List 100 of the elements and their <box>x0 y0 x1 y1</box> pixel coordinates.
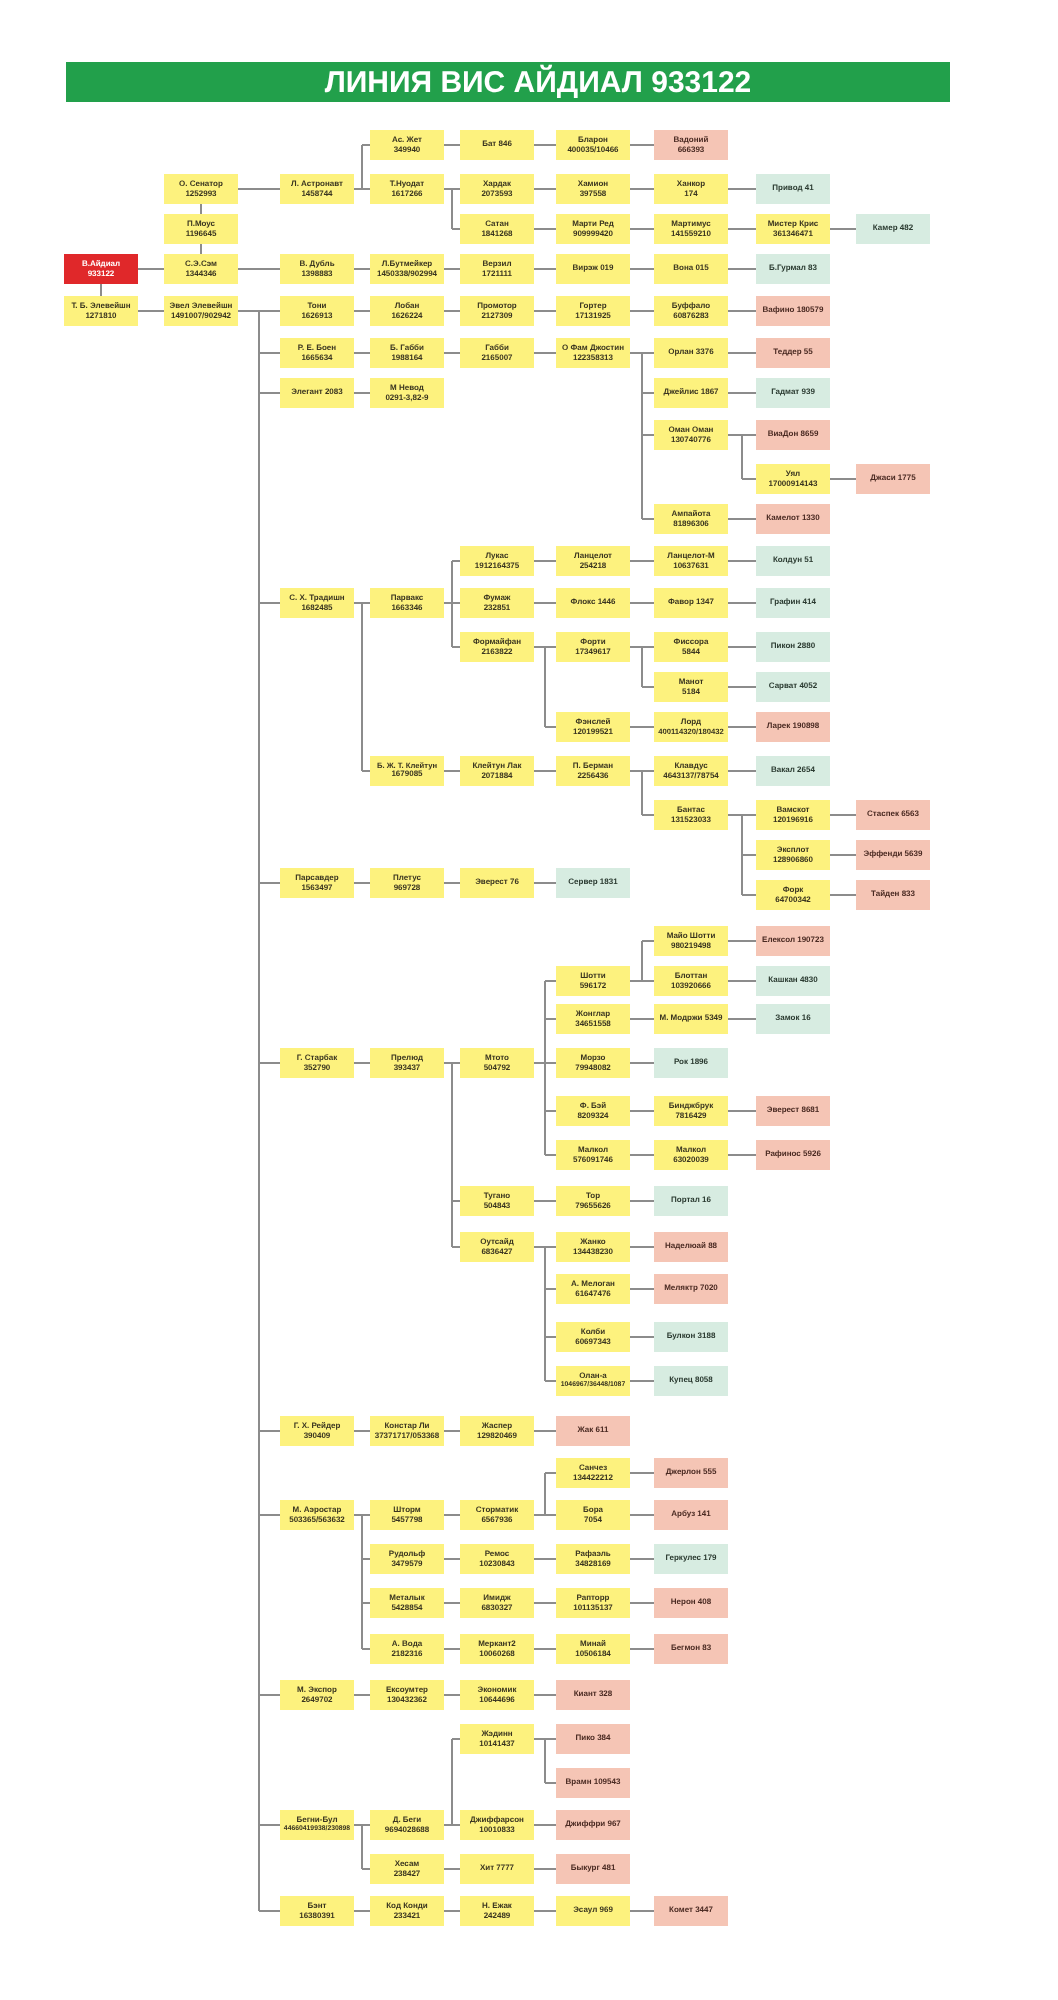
pedigree-box <box>756 588 830 618</box>
connector-line <box>544 1288 557 1290</box>
connector-line <box>629 144 655 146</box>
pedigree-box <box>460 338 534 368</box>
connector-line <box>641 980 655 982</box>
connector-line <box>443 1868 461 1870</box>
connector-line <box>258 882 281 884</box>
connector-line <box>451 1062 461 1064</box>
pedigree-box <box>64 254 138 284</box>
connector-line <box>258 1910 281 1912</box>
connector-line <box>533 144 557 146</box>
pedigree-box <box>654 966 728 996</box>
pedigree-box <box>460 756 534 786</box>
connector-line <box>829 894 857 896</box>
pedigree-box <box>460 1232 534 1262</box>
connector-line <box>629 1062 655 1064</box>
connector-line <box>353 602 363 772</box>
pedigree-box <box>654 1186 728 1216</box>
pedigree-box <box>556 214 630 244</box>
connector-line <box>727 602 757 604</box>
pedigree-box <box>756 672 830 702</box>
pedigree-box <box>64 296 138 326</box>
pedigree-box <box>556 296 630 326</box>
connector-line <box>533 560 557 562</box>
pedigree-box <box>654 130 728 160</box>
connector-line <box>443 144 461 146</box>
connector-line <box>443 770 461 772</box>
pedigree-box <box>370 1810 444 1840</box>
pedigree-box <box>756 756 830 786</box>
connector-line <box>533 1910 557 1912</box>
connector-line <box>629 352 643 520</box>
pedigree-box <box>280 1048 354 1078</box>
pedigree-box <box>460 1724 534 1754</box>
pedigree-box <box>856 464 930 494</box>
connector-line <box>533 1246 546 1382</box>
connector-line <box>544 1110 557 1112</box>
pedigree-box <box>556 966 630 996</box>
pedigree-box <box>556 1588 630 1618</box>
pedigree-box <box>654 1544 728 1574</box>
pedigree-box <box>370 1416 444 1446</box>
connector-line <box>629 646 643 688</box>
pedigree-box <box>556 756 630 786</box>
pedigree-box <box>280 174 354 204</box>
connector-line <box>544 1738 557 1740</box>
pedigree-box <box>756 800 830 830</box>
pedigree-box <box>654 1274 728 1304</box>
connector-line <box>451 1200 461 1202</box>
connector-line <box>258 392 281 394</box>
connector-line <box>629 1472 655 1474</box>
pedigree-box <box>556 254 630 284</box>
pedigree-box <box>556 1810 630 1840</box>
connector-line <box>629 310 655 312</box>
pedigree-box <box>556 1724 630 1754</box>
pedigree-box <box>756 214 830 244</box>
pedigree-box <box>556 338 630 368</box>
connector-line <box>258 310 281 312</box>
pedigree-box <box>370 174 444 204</box>
connector-line <box>533 770 557 772</box>
pedigree-box <box>280 1416 354 1446</box>
pedigree-box <box>756 712 830 742</box>
connector-line <box>258 1514 281 1516</box>
pedigree-box <box>654 1500 728 1530</box>
connector-line <box>741 854 757 856</box>
pedigree-box <box>654 800 728 830</box>
connector-line <box>629 1910 655 1912</box>
connector-line <box>727 560 757 562</box>
connector-line <box>361 1514 371 1516</box>
pedigree-box <box>370 1854 444 1884</box>
connector-line <box>533 268 557 270</box>
pedigree-box <box>756 966 830 996</box>
pedigree-box <box>280 296 354 326</box>
pedigree-box <box>280 868 354 898</box>
pedigree-box <box>756 1004 830 1034</box>
connector-line <box>443 1062 453 1248</box>
pedigree-box <box>654 1366 728 1396</box>
connector-line <box>443 188 453 230</box>
connector-line <box>741 478 757 480</box>
pedigree-box <box>756 174 830 204</box>
pedigree-box <box>460 296 534 326</box>
pedigree-box <box>370 1896 444 1926</box>
pedigree-box <box>654 174 728 204</box>
connector-line <box>641 686 655 688</box>
pedigree-box <box>164 296 238 326</box>
connector-line <box>629 188 655 190</box>
connector-line <box>533 1648 557 1650</box>
pedigree-box <box>654 1048 728 1078</box>
connector-line <box>361 1824 371 1826</box>
pedigree-box <box>280 378 354 408</box>
pedigree-box <box>460 1896 534 1926</box>
pedigree-box <box>756 546 830 576</box>
connector-line <box>353 352 371 354</box>
pedigree-box <box>654 756 728 786</box>
connector-line <box>544 1380 557 1382</box>
connector-line <box>443 268 461 270</box>
connector-line <box>258 602 281 604</box>
connector-line <box>361 770 371 772</box>
connector-line <box>629 1288 655 1290</box>
connector-line <box>727 352 757 354</box>
connector-line <box>258 352 281 354</box>
connector-line <box>258 1824 281 1826</box>
